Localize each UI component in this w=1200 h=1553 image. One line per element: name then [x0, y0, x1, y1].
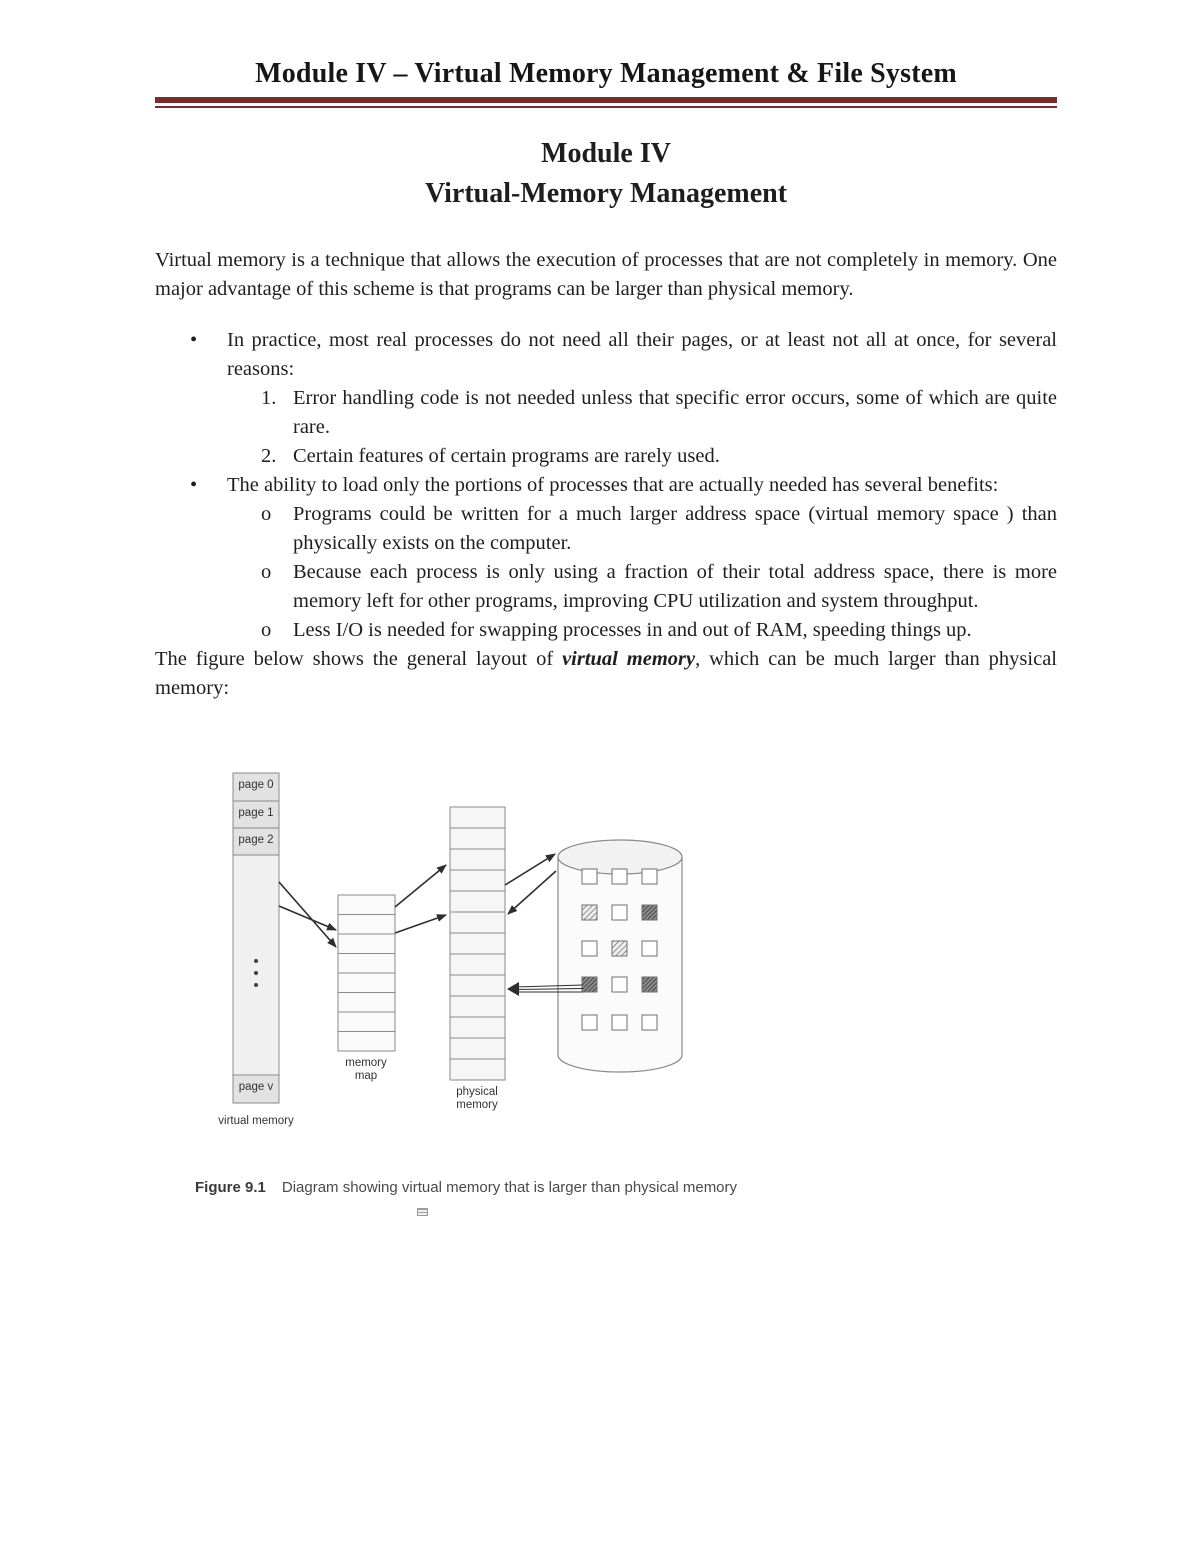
virtual-memory-column	[232, 772, 280, 1104]
list-item-text: Less I/O is needed for swapping processe…	[293, 619, 972, 641]
page1-label: page 1	[238, 807, 274, 819]
bullet-list: • In practice, most real processes do no…	[155, 326, 1057, 645]
physical-memory-column	[449, 806, 506, 1081]
list-item: o Because each process is only using a f…	[155, 558, 1057, 616]
page-v-label: page v	[238, 1081, 274, 1093]
page2-label: page 2	[238, 834, 274, 846]
list-item: o Programs could be written for a much l…	[155, 500, 1057, 558]
closing-after: , which can be much larger than physical…	[155, 648, 1057, 699]
closing-before: The figure below shows the general layou…	[155, 648, 563, 670]
closing-paragraph: The figure below shows the general layou…	[155, 645, 1057, 703]
figure-9-1: page 0 page 1 page 2 page v virtual memo…	[195, 765, 755, 1163]
list-item: 1. Error handling code is not needed unl…	[155, 384, 1057, 442]
intro-paragraph: Virtual memory is a technique that allow…	[155, 249, 1057, 300]
figure-caption-text: Diagram showing virtual memory that is l…	[281, 1179, 738, 1196]
number-marker: 1.	[261, 387, 277, 409]
number-marker: 2.	[261, 445, 277, 467]
mapping-arrows	[278, 853, 557, 948]
list-item: 2. Certain features of certain programs …	[155, 442, 1057, 471]
module-title: Module IV	[541, 138, 671, 169]
header-rule-thick	[155, 97, 1057, 103]
list-item-text: Certain features of certain programs are…	[293, 445, 720, 467]
module-subtitle: Virtual-Memory Management	[424, 178, 788, 209]
circle-marker: o	[261, 619, 272, 641]
swap-arrow	[507, 982, 584, 996]
list-item-text: Because each process is only using a fra…	[293, 561, 1057, 612]
closing-emphasis: virtual memory	[562, 648, 696, 670]
list-item-text: The ability to load only the portions of…	[227, 474, 999, 496]
figure-caption: Figure 9.1 Diagram showing virtual memory…	[195, 1179, 1057, 1196]
running-header-title: Module IV – Virtual Memory Management & …	[255, 58, 957, 89]
physical-memory-label: physical memory	[456, 1086, 498, 1111]
bullet-marker: •	[190, 329, 198, 351]
disk-blocks	[581, 868, 658, 1031]
list-item-text: Error handling code is not needed unless…	[293, 387, 1057, 438]
list-item: • In practice, most real processes do no…	[155, 326, 1057, 384]
header-rule-thin	[155, 106, 1057, 108]
page0-label: page 0	[238, 779, 274, 791]
bullet-marker: •	[190, 474, 198, 496]
memory-map-label: memory map	[345, 1057, 387, 1082]
small-grid-mark	[417, 1208, 428, 1216]
virtual-memory-label: virtual memory	[218, 1115, 294, 1127]
list-item: o Less I/O is needed for swapping proces…	[155, 616, 1057, 645]
document-page: Module IV – Virtual Memory Management & …	[155, 58, 1057, 1216]
list-item-text: In practice, most real processes do not …	[227, 329, 1057, 380]
virtual-memory-diagram	[232, 772, 683, 1104]
circle-marker: o	[261, 503, 272, 525]
circle-marker: o	[261, 561, 272, 583]
memory-map-column	[337, 894, 396, 1052]
list-item: • The ability to load only the portions …	[155, 471, 1057, 500]
figure-caption-number: Figure 9.1	[195, 1179, 266, 1196]
vertical-ellipsis-icon	[254, 959, 258, 987]
list-item-text: Programs could be written for a much lar…	[293, 503, 1057, 554]
